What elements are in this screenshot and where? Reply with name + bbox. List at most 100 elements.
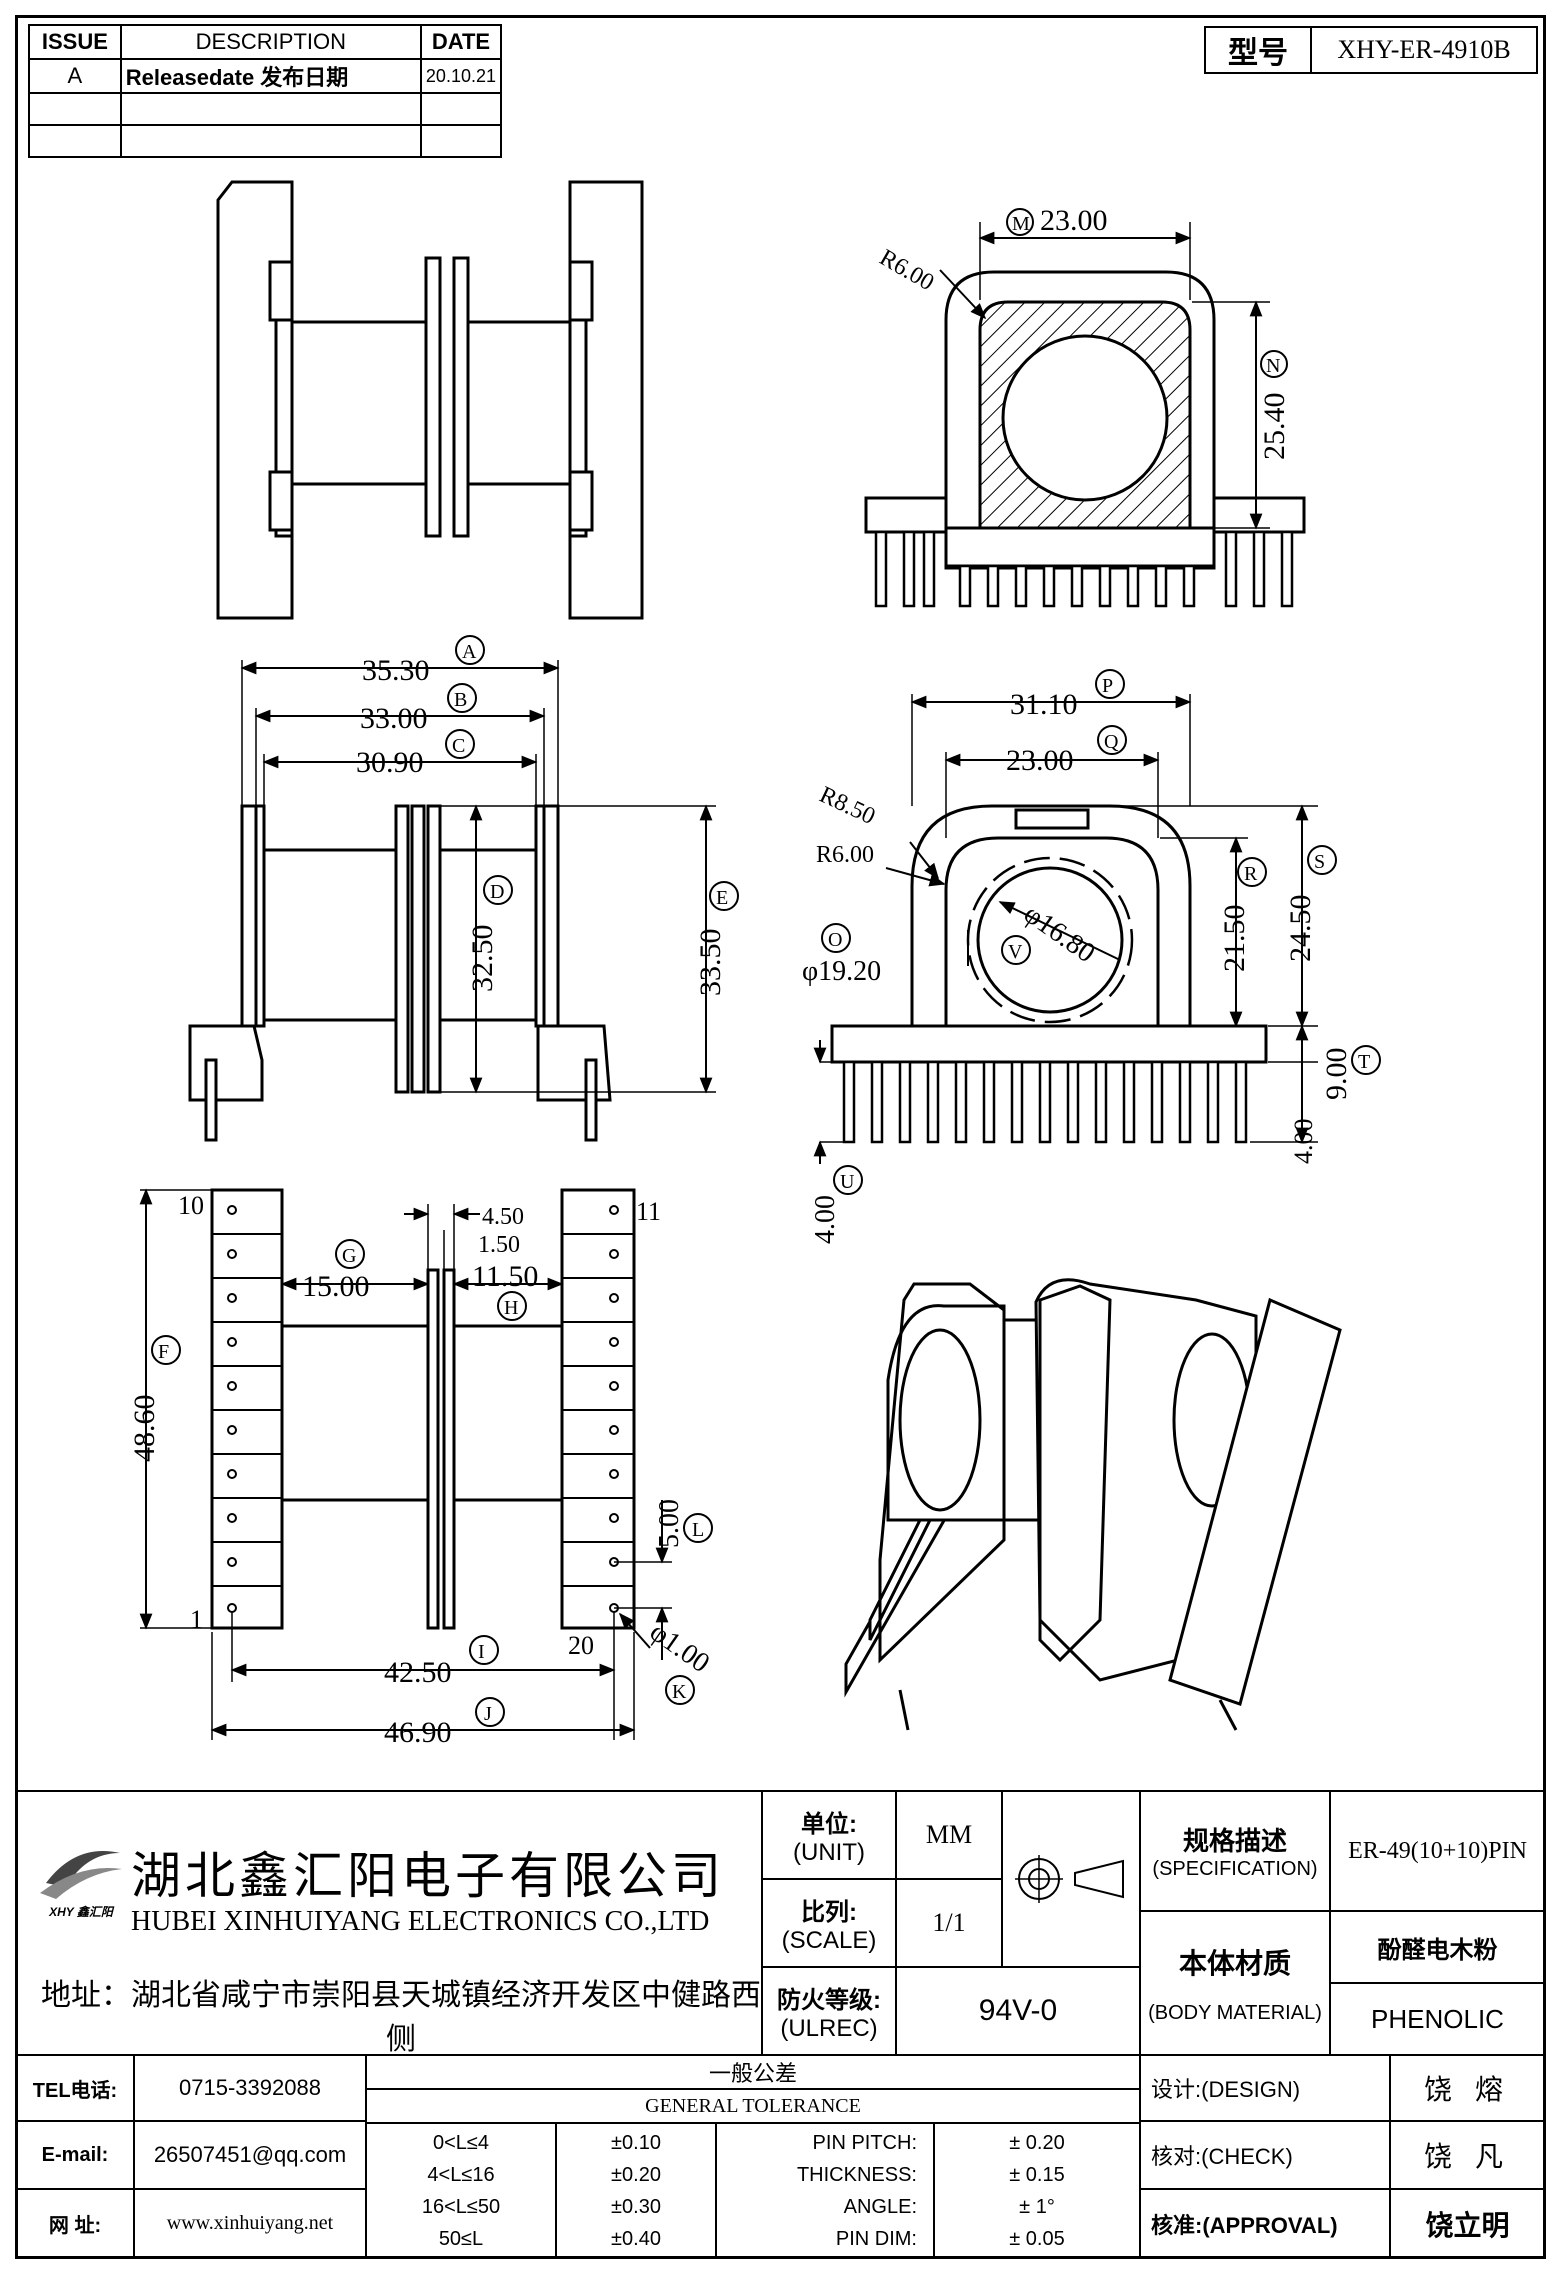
dim-d-letter: D [490, 881, 504, 903]
bottom-view [210, 1188, 636, 1630]
check-name: 饶 凡 [1389, 2120, 1546, 2190]
top-left-view [216, 180, 644, 620]
tolerance-name-values: ± 0.20± 0.15 ± 1°± 0.05 [933, 2122, 1141, 2259]
unit-value: MM [895, 1790, 1003, 1880]
material-cn: 酚醛电木粉 [1329, 1910, 1546, 1984]
dim-e-value: 33.50 [694, 929, 727, 997]
design-label: 设计:(DESIGN) [1139, 2054, 1391, 2122]
dim-t-value: 9.00 [1320, 1048, 1353, 1101]
top-right-view [864, 222, 1306, 608]
model-value: XHY-ER-4910B [1310, 26, 1538, 74]
company-address: 地址：湖北省咸宁市崇阳县天城镇经济开发区中健路西侧 [41, 1979, 761, 2056]
company-name-cn: 湖北鑫汇阳电子有限公司 [131, 1848, 725, 1904]
front-view [188, 804, 612, 1142]
dim-q-letter: Q [1104, 731, 1119, 753]
company-name-en: HUBEI XINHUIYANG ELECTRONICS CO.,LTD [131, 1906, 710, 1937]
dim-w1-value: 4.50 [482, 1204, 524, 1230]
dim-n-value: 25.40 [1258, 393, 1291, 461]
dim-h-letter: H [504, 1297, 518, 1319]
dim-t-letter: T [1358, 1051, 1370, 1073]
dim-c-value: 30.90 [356, 746, 424, 779]
dim-i-value: 42.50 [384, 1656, 452, 1689]
dim-f-value: 48.60 [128, 1395, 161, 1463]
dim-u-letter: U [840, 1171, 855, 1193]
dim-m-value: 23.00 [1040, 204, 1108, 237]
pin-10-label: 10 [178, 1191, 204, 1220]
dim-b-letter: B [454, 689, 467, 711]
dim-l-value: 5.00 [654, 1499, 685, 1548]
scale-label: 比列: (SCALE) [761, 1878, 897, 1968]
side-labels: 31.10 P 23.00 Q R8.50 R6.00 21.50 R 24.5… [802, 669, 1381, 1244]
dim-o-letter: O [828, 929, 842, 951]
ul-value: 94V-0 [895, 1966, 1141, 2056]
dim-j-value: 46.90 [384, 1716, 452, 1749]
description-header: DESCRIPTION [119, 24, 422, 60]
dim-c-letter: C [452, 735, 465, 757]
dim-f-letter: F [158, 1341, 169, 1363]
date-cell: 20.10.21 [419, 58, 503, 94]
dim-s-value: 24.50 [1284, 895, 1317, 963]
description-cell [119, 124, 422, 158]
dim-a-letter: A [462, 641, 477, 663]
dim-r6-value: R6.00 [816, 842, 874, 868]
dim-r-value: R6.00 [875, 245, 938, 297]
dim-g-letter: G [342, 1245, 356, 1267]
issue-header: ISSUE [28, 24, 122, 60]
date-cell [419, 92, 503, 126]
pin-11-label: 11 [636, 1197, 661, 1226]
spec-label: 规格描述 (SPECIFICATION) [1139, 1790, 1331, 1912]
dim-a-value: 35.30 [362, 654, 430, 687]
bottom-labels: 48.60 F 15.00 G 11.50 H 4.50 1.50 42.50 … [128, 1191, 715, 1749]
dim-m-letter: M [1012, 213, 1030, 235]
web-value: www.xinhuiyang.net [133, 2188, 367, 2259]
issue-cell: A [28, 58, 122, 94]
technical-drawing: 23.00 M R6.00 25.40 N 35.30 A 33.00 [128, 180, 1381, 1749]
email-value: 26507451@qq.com [133, 2120, 367, 2190]
dim-t2-value: 4.00 [1289, 1119, 1318, 1165]
pin-1-label: 1 [190, 1605, 203, 1634]
logo-text: XHY 鑫汇阳 [49, 1905, 113, 1919]
projection-symbol [1001, 1790, 1141, 1968]
dim-w2-value: 1.50 [478, 1232, 520, 1258]
dim-h-value: 11.50 [472, 1260, 538, 1293]
dim-u-value: 4.00 [810, 1195, 841, 1244]
dim-j-letter: J [484, 1703, 492, 1725]
dim-p-value: 31.10 [1010, 688, 1078, 721]
approval-label: 核准:(APPROVAL) [1139, 2188, 1391, 2259]
dim-b-value: 33.00 [360, 702, 428, 735]
tel-label: TEL电话: [15, 2054, 135, 2122]
tolerance-title-cn: 一般公差 [365, 2054, 1141, 2090]
dim-l-letter: L [692, 1519, 704, 1541]
description-cell [119, 92, 422, 126]
material-label: 本体材质 (BODY MATERIAL) [1139, 1910, 1331, 2056]
dim-r85-value: R8.50 [815, 782, 879, 830]
dim-v-letter: V [1008, 941, 1023, 963]
model-label: 型号 [1204, 26, 1312, 74]
design-name: 饶 熔 [1389, 2054, 1546, 2122]
isometric-view [844, 1278, 1342, 1731]
dim-k-letter: K [672, 1681, 687, 1703]
dim-r-value: 21.50 [1218, 905, 1251, 973]
tel-value: 0715-3392088 [133, 2054, 367, 2122]
date-header: DATE [419, 24, 503, 60]
revision-table: ISSUE DESCRIPTION DATE A Releasedate 发布日… [28, 24, 503, 158]
unit-label: 单位: (UNIT) [761, 1790, 897, 1880]
front-dims [240, 660, 716, 1094]
dim-p-letter: P [1102, 675, 1113, 697]
bottom-dims [139, 1188, 672, 1740]
approval-name: 饶立明 [1389, 2188, 1546, 2259]
dim-r-letter: R [1244, 863, 1258, 885]
dim-n-letter: N [1266, 355, 1280, 377]
date-cell [419, 124, 503, 158]
issue-cell [28, 92, 122, 126]
dim-e-letter: E [716, 887, 728, 909]
tolerance-names: PIN PITCH:THICKNESS: ANGLE:PIN DIM: [715, 2122, 935, 2259]
dim-g-value: 15.00 [302, 1270, 370, 1303]
scale-value: 1/1 [895, 1878, 1003, 1968]
material-en: PHENOLIC [1329, 1982, 1546, 2056]
dim-s-letter: S [1314, 851, 1325, 873]
ul-label: 防火等级: (ULREC) [761, 1966, 897, 2056]
company-cell: XHY 鑫汇阳 湖北鑫汇阳电子有限公司 HUBEI XINHUIYANG ELE… [15, 1790, 763, 2056]
spec-value: ER-49(10+10)PIN [1329, 1790, 1546, 1912]
